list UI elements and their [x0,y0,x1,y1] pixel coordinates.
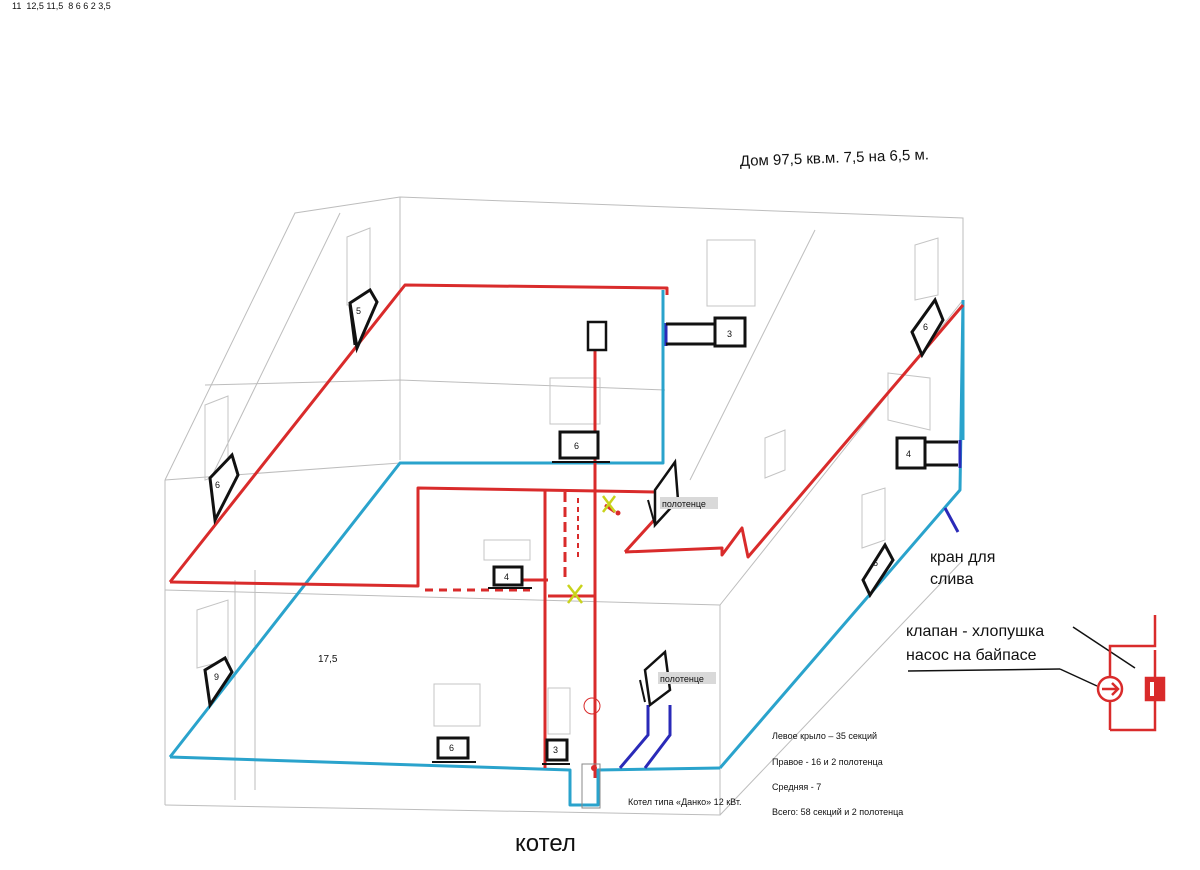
supply-pipes [168,283,965,778]
towel-label-lower: полотенце [660,674,704,684]
radiator-label-right-lower: 6 [873,558,878,568]
towel-labels: полотенце полотенце [658,497,718,684]
radiator-label-left-wall-upper: 6 [215,480,220,490]
radiator-label-center-small: 4 [504,572,509,582]
house-wireframe [164,196,964,816]
towel-label-upper: полотенце [662,499,706,509]
radiator-label-top-left-wall: 5 [356,306,361,316]
check-valve-icon [1144,676,1166,702]
room-area-label: 17,5 [318,654,338,665]
bypass-note: клапан - хлопушка насос на байпасе [906,623,1136,687]
radiator-right-top [910,296,945,359]
header-numbers: 11 12,5 11,5 8 6 6 2 3,5 [12,1,111,11]
return-pipes [168,290,965,807]
radiator-right-lower [861,542,895,599]
valves [618,323,962,769]
drain-note: кран для слива [930,549,995,588]
supply-dashed [425,492,579,592]
radiator-bottom-center [542,738,570,765]
bypass-label-1: клапан - хлопушка [906,623,1044,640]
radiator-label-top-right-out: 3 [727,329,732,339]
radiator-center-small [488,565,532,589]
wall-windows [196,227,939,735]
radiators [203,287,958,765]
radiator-left-wall-upper [208,452,240,526]
towel-rail-upper [647,458,680,529]
boiler [581,763,601,809]
bypass-label-2: насос на байпасе [906,647,1037,664]
radiator-label-right-middle: 4 [906,449,911,459]
radiator-label-bottom-center: 3 [553,745,558,755]
radiator-label-bottom-left: 6 [449,743,454,753]
summary-middle: Средняя - 7 [772,782,821,792]
radiator-left-wall-lower [203,655,234,710]
summary: Левое крыло – 35 секций Правое - 16 и 2 … [772,731,903,817]
summary-left: Левое крыло – 35 секций [772,731,877,741]
boiler-type: Котел типа «Данко» 12 кВт. [628,797,741,807]
radiator-top-center [552,430,610,463]
summary-total: Всего: 58 секций и 2 полотенца [772,807,903,817]
radiator-bottom-left [432,736,476,763]
radiator-label-left-wall-lower: 9 [214,672,219,682]
summary-right: Правое - 16 и 2 полотенца [772,757,883,767]
radiator-top-left-wall [348,287,379,354]
towel-rail-lower [639,649,672,708]
drain-label: кран для [930,549,995,566]
boiler-label: котел [515,830,576,857]
circulation-marker [583,697,601,715]
radiator-right-middle [895,436,958,470]
house-title: Дом 97,5 кв.м. 7,5 на 6,5 м. [740,146,930,170]
radiator-top-right-out [666,316,747,348]
cross-markers [567,495,616,604]
drain-valve [943,507,960,533]
bypass-pump-schematic [1096,615,1166,732]
drain-label-2: слива [930,571,974,588]
radiator-label-top-center: 6 [574,441,579,451]
radiator-label-right-top: 6 [923,322,928,332]
